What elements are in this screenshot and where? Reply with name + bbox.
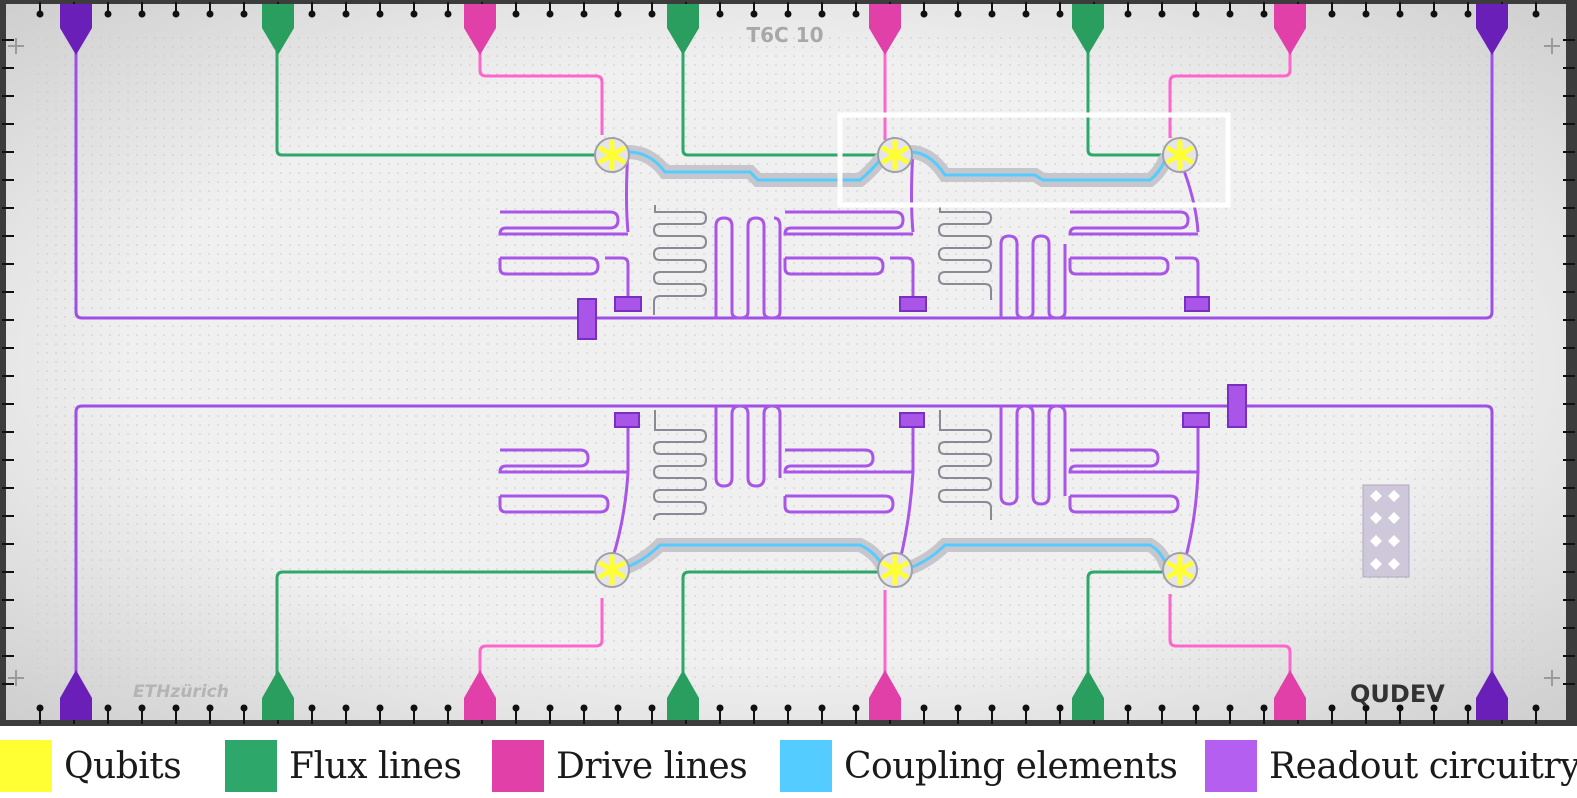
coupling-elements xyxy=(618,145,1173,575)
coupling-elements-swatch xyxy=(780,740,832,792)
legend-label-drive-lines: Drive lines xyxy=(556,745,748,787)
flux-lines xyxy=(275,40,1170,690)
legend: Qubits Flux lines Drive lines Coupling e… xyxy=(0,740,1577,792)
readout-circuitry-swatch xyxy=(1205,740,1257,792)
qubit xyxy=(877,137,913,173)
readout-feedlines xyxy=(74,40,1494,690)
readout-pads xyxy=(60,4,1508,720)
readout-couplers xyxy=(577,296,1247,428)
qudev-logo: QUDEV xyxy=(1350,680,1445,708)
legend-item-flux-lines: Flux lines xyxy=(225,740,462,792)
flux-pads xyxy=(262,4,1104,720)
qubits xyxy=(594,137,1198,588)
legend-label-qubits: Qubits xyxy=(64,745,182,787)
qubit xyxy=(594,137,630,173)
chip-diagram: T6C 10 xyxy=(0,0,1577,726)
flux-lines-swatch xyxy=(225,740,277,792)
drive-pads xyxy=(464,4,1306,720)
highlight-box xyxy=(837,112,1231,208)
drive-lines xyxy=(478,40,1292,690)
legend-label-coupling-elements: Coupling elements xyxy=(844,745,1178,787)
legend-label-readout-circuitry: Readout circuitry xyxy=(1269,745,1577,787)
legend-item-readout-circuitry: Readout circuitry xyxy=(1205,740,1577,792)
corner-marks xyxy=(8,38,1560,686)
eth-logo: ETHzürich xyxy=(133,682,229,702)
readout-resonators-lower xyxy=(498,404,1200,561)
drive-lines-swatch xyxy=(492,740,544,792)
qubit xyxy=(594,552,630,588)
qubit xyxy=(877,552,913,588)
legend-item-qubits: Qubits xyxy=(0,740,182,792)
edge-pins xyxy=(2,2,1575,724)
qubit xyxy=(1162,137,1198,173)
chip-label: T6C 10 xyxy=(746,23,823,47)
legend-item-drive-lines: Drive lines xyxy=(492,740,748,792)
purcell-filters xyxy=(652,205,993,521)
legend-label-flux-lines: Flux lines xyxy=(289,745,462,787)
qubit xyxy=(1162,552,1198,588)
qubits-swatch xyxy=(0,740,52,792)
legend-item-coupling-elements: Coupling elements xyxy=(780,740,1178,792)
test-structure xyxy=(1362,484,1410,578)
